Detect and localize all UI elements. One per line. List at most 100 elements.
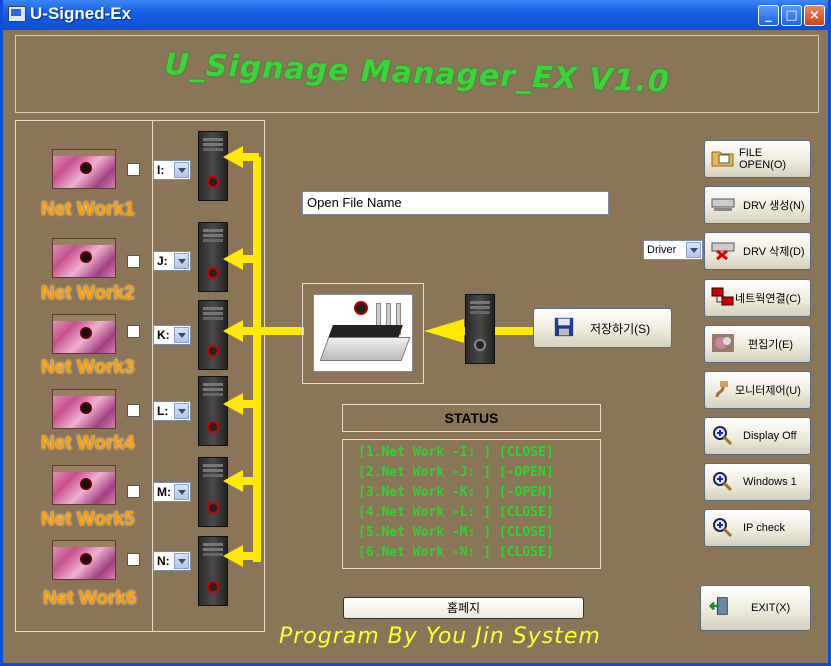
drive-value: J: bbox=[157, 254, 168, 268]
network6-checkbox[interactable] bbox=[127, 553, 140, 566]
minimize-button[interactable]: _ bbox=[758, 5, 779, 26]
chevron-down-icon[interactable] bbox=[174, 327, 189, 343]
maximize-button[interactable]: □ bbox=[781, 5, 802, 26]
banner-title: U_Signage Manager_EX V1.0 bbox=[163, 47, 671, 100]
bus-branch bbox=[239, 552, 259, 560]
status-line: [6.Net Work -N: ] [CLOSE] bbox=[358, 545, 554, 560]
magnifier-plus-icon bbox=[713, 472, 733, 491]
chevron-down-icon[interactable] bbox=[174, 403, 189, 419]
network4-checkbox[interactable] bbox=[127, 404, 140, 417]
network2-drive-select[interactable]: J: bbox=[153, 251, 191, 271]
network-connect-icon bbox=[711, 287, 734, 306]
status-line: [1.Net Work -I: ] [CLOSE] bbox=[358, 445, 554, 460]
status-list: [1.Net Work -I: ] [CLOSE] [2.Net Work -J… bbox=[342, 439, 601, 569]
drv-delete-button[interactable]: DRV 삭제(D) bbox=[704, 232, 811, 270]
bus-branch bbox=[239, 477, 259, 485]
file-open-button[interactable]: FILE OPEN(O) bbox=[704, 140, 811, 178]
close-button[interactable]: × bbox=[804, 5, 825, 26]
window-title: U-Signed-Ex bbox=[30, 4, 132, 23]
chevron-down-icon[interactable] bbox=[686, 242, 701, 258]
chevron-down-icon[interactable] bbox=[174, 162, 189, 178]
ip-check-label: IP check bbox=[743, 522, 785, 534]
network-bus-line bbox=[253, 157, 261, 562]
record-icon bbox=[80, 251, 92, 263]
editor-label: 편집기(E) bbox=[748, 339, 794, 351]
windows-1-label: Windows 1 bbox=[743, 476, 797, 488]
network-thumbnail bbox=[52, 149, 116, 189]
network-connect-label: 네트웍연결(C) bbox=[735, 293, 801, 305]
network6-label: Net Work6 bbox=[43, 588, 137, 609]
network3-label: Net Work3 bbox=[41, 357, 135, 378]
exit-door-icon bbox=[708, 597, 728, 615]
editor-button[interactable]: 편집기(E) bbox=[704, 325, 811, 363]
magnifier-plus-icon bbox=[713, 426, 733, 445]
network1-checkbox[interactable] bbox=[127, 163, 140, 176]
drive-value: L: bbox=[157, 404, 169, 418]
router-frame bbox=[302, 283, 424, 384]
magnifier-plus-icon bbox=[713, 518, 733, 537]
record-icon bbox=[80, 327, 92, 339]
arrow-left-icon bbox=[223, 146, 243, 168]
network4-drive-select[interactable]: L: bbox=[153, 401, 191, 421]
network6-drive-select[interactable]: N: bbox=[153, 551, 191, 571]
homepage-button[interactable]: 홈페지 bbox=[343, 597, 584, 619]
file-open-label: FILE OPEN(O) bbox=[739, 147, 787, 171]
monitor-control-label: 모니터제어(U) bbox=[735, 385, 801, 397]
drive-value: K: bbox=[157, 328, 170, 342]
open-file-name-field[interactable]: Open File Name bbox=[302, 191, 609, 215]
bus-branch bbox=[239, 255, 259, 263]
chevron-down-icon[interactable] bbox=[174, 253, 189, 269]
save-link-line bbox=[495, 327, 535, 335]
network1-label: Net Work1 bbox=[41, 199, 135, 220]
ip-check-button[interactable]: IP check bbox=[704, 509, 811, 547]
title-bar[interactable]: U-Signed-Ex _ □ × bbox=[3, 0, 828, 30]
drv-create-label: DRV 생성(N) bbox=[743, 200, 805, 212]
display-off-label: Display Off bbox=[743, 430, 797, 442]
windows-1-button[interactable]: Windows 1 bbox=[704, 463, 811, 501]
network-thumbnail bbox=[52, 540, 116, 580]
server-tower-icon bbox=[465, 294, 495, 364]
drive-add-icon bbox=[711, 198, 735, 211]
bus-branch bbox=[239, 400, 259, 408]
network5-drive-select[interactable]: M: bbox=[153, 482, 191, 502]
arrow-left-icon bbox=[223, 470, 243, 492]
plug-icon bbox=[715, 381, 728, 398]
record-icon bbox=[80, 478, 92, 490]
arrow-left-icon bbox=[223, 545, 243, 567]
driver-select[interactable]: Driver bbox=[643, 240, 703, 260]
bus-branch bbox=[239, 153, 259, 161]
network2-label: Net Work2 bbox=[41, 283, 135, 304]
status-title: STATUS bbox=[342, 404, 601, 432]
record-icon bbox=[80, 553, 92, 565]
drv-create-button[interactable]: DRV 생성(N) bbox=[704, 186, 811, 224]
network2-checkbox[interactable] bbox=[127, 255, 140, 268]
network3-checkbox[interactable] bbox=[127, 325, 140, 338]
status-line: [4.Net Work -L: ] [CLOSE] bbox=[358, 505, 554, 520]
save-button[interactable]: 저장하기(S) bbox=[533, 308, 672, 348]
network5-checkbox[interactable] bbox=[127, 485, 140, 498]
network3-drive-select[interactable]: K: bbox=[153, 325, 191, 345]
network1-drive-select[interactable]: I: bbox=[153, 160, 191, 180]
app-banner: U_Signage Manager_EX V1.0 bbox=[15, 35, 819, 113]
network-connect-button[interactable]: 네트웍연결(C) bbox=[704, 279, 811, 317]
network-thumbnail bbox=[52, 389, 116, 429]
status-line: [3.Net Work -K: ] [-OPEN] bbox=[358, 485, 554, 500]
exit-button[interactable]: EXIT(X) bbox=[700, 585, 811, 631]
status-line: [5.Net Work -M: ] [CLOSE] bbox=[358, 525, 554, 540]
monitor-control-button[interactable]: 모니터제어(U) bbox=[704, 371, 811, 409]
drive-delete-icon bbox=[711, 242, 735, 260]
network-thumbnail bbox=[52, 465, 116, 505]
chevron-down-icon[interactable] bbox=[174, 484, 189, 500]
record-icon bbox=[80, 402, 92, 414]
router-link-line bbox=[259, 327, 304, 335]
server-link-line bbox=[461, 327, 465, 335]
arrow-left-icon bbox=[223, 320, 243, 342]
drive-value: N: bbox=[157, 554, 170, 568]
exit-label: EXIT(X) bbox=[751, 602, 791, 614]
app-icon bbox=[8, 6, 26, 22]
save-button-label: 저장하기(S) bbox=[590, 321, 651, 336]
chevron-down-icon[interactable] bbox=[174, 553, 189, 569]
display-off-button[interactable]: Display Off bbox=[704, 417, 811, 455]
arrow-left-icon bbox=[424, 319, 464, 343]
